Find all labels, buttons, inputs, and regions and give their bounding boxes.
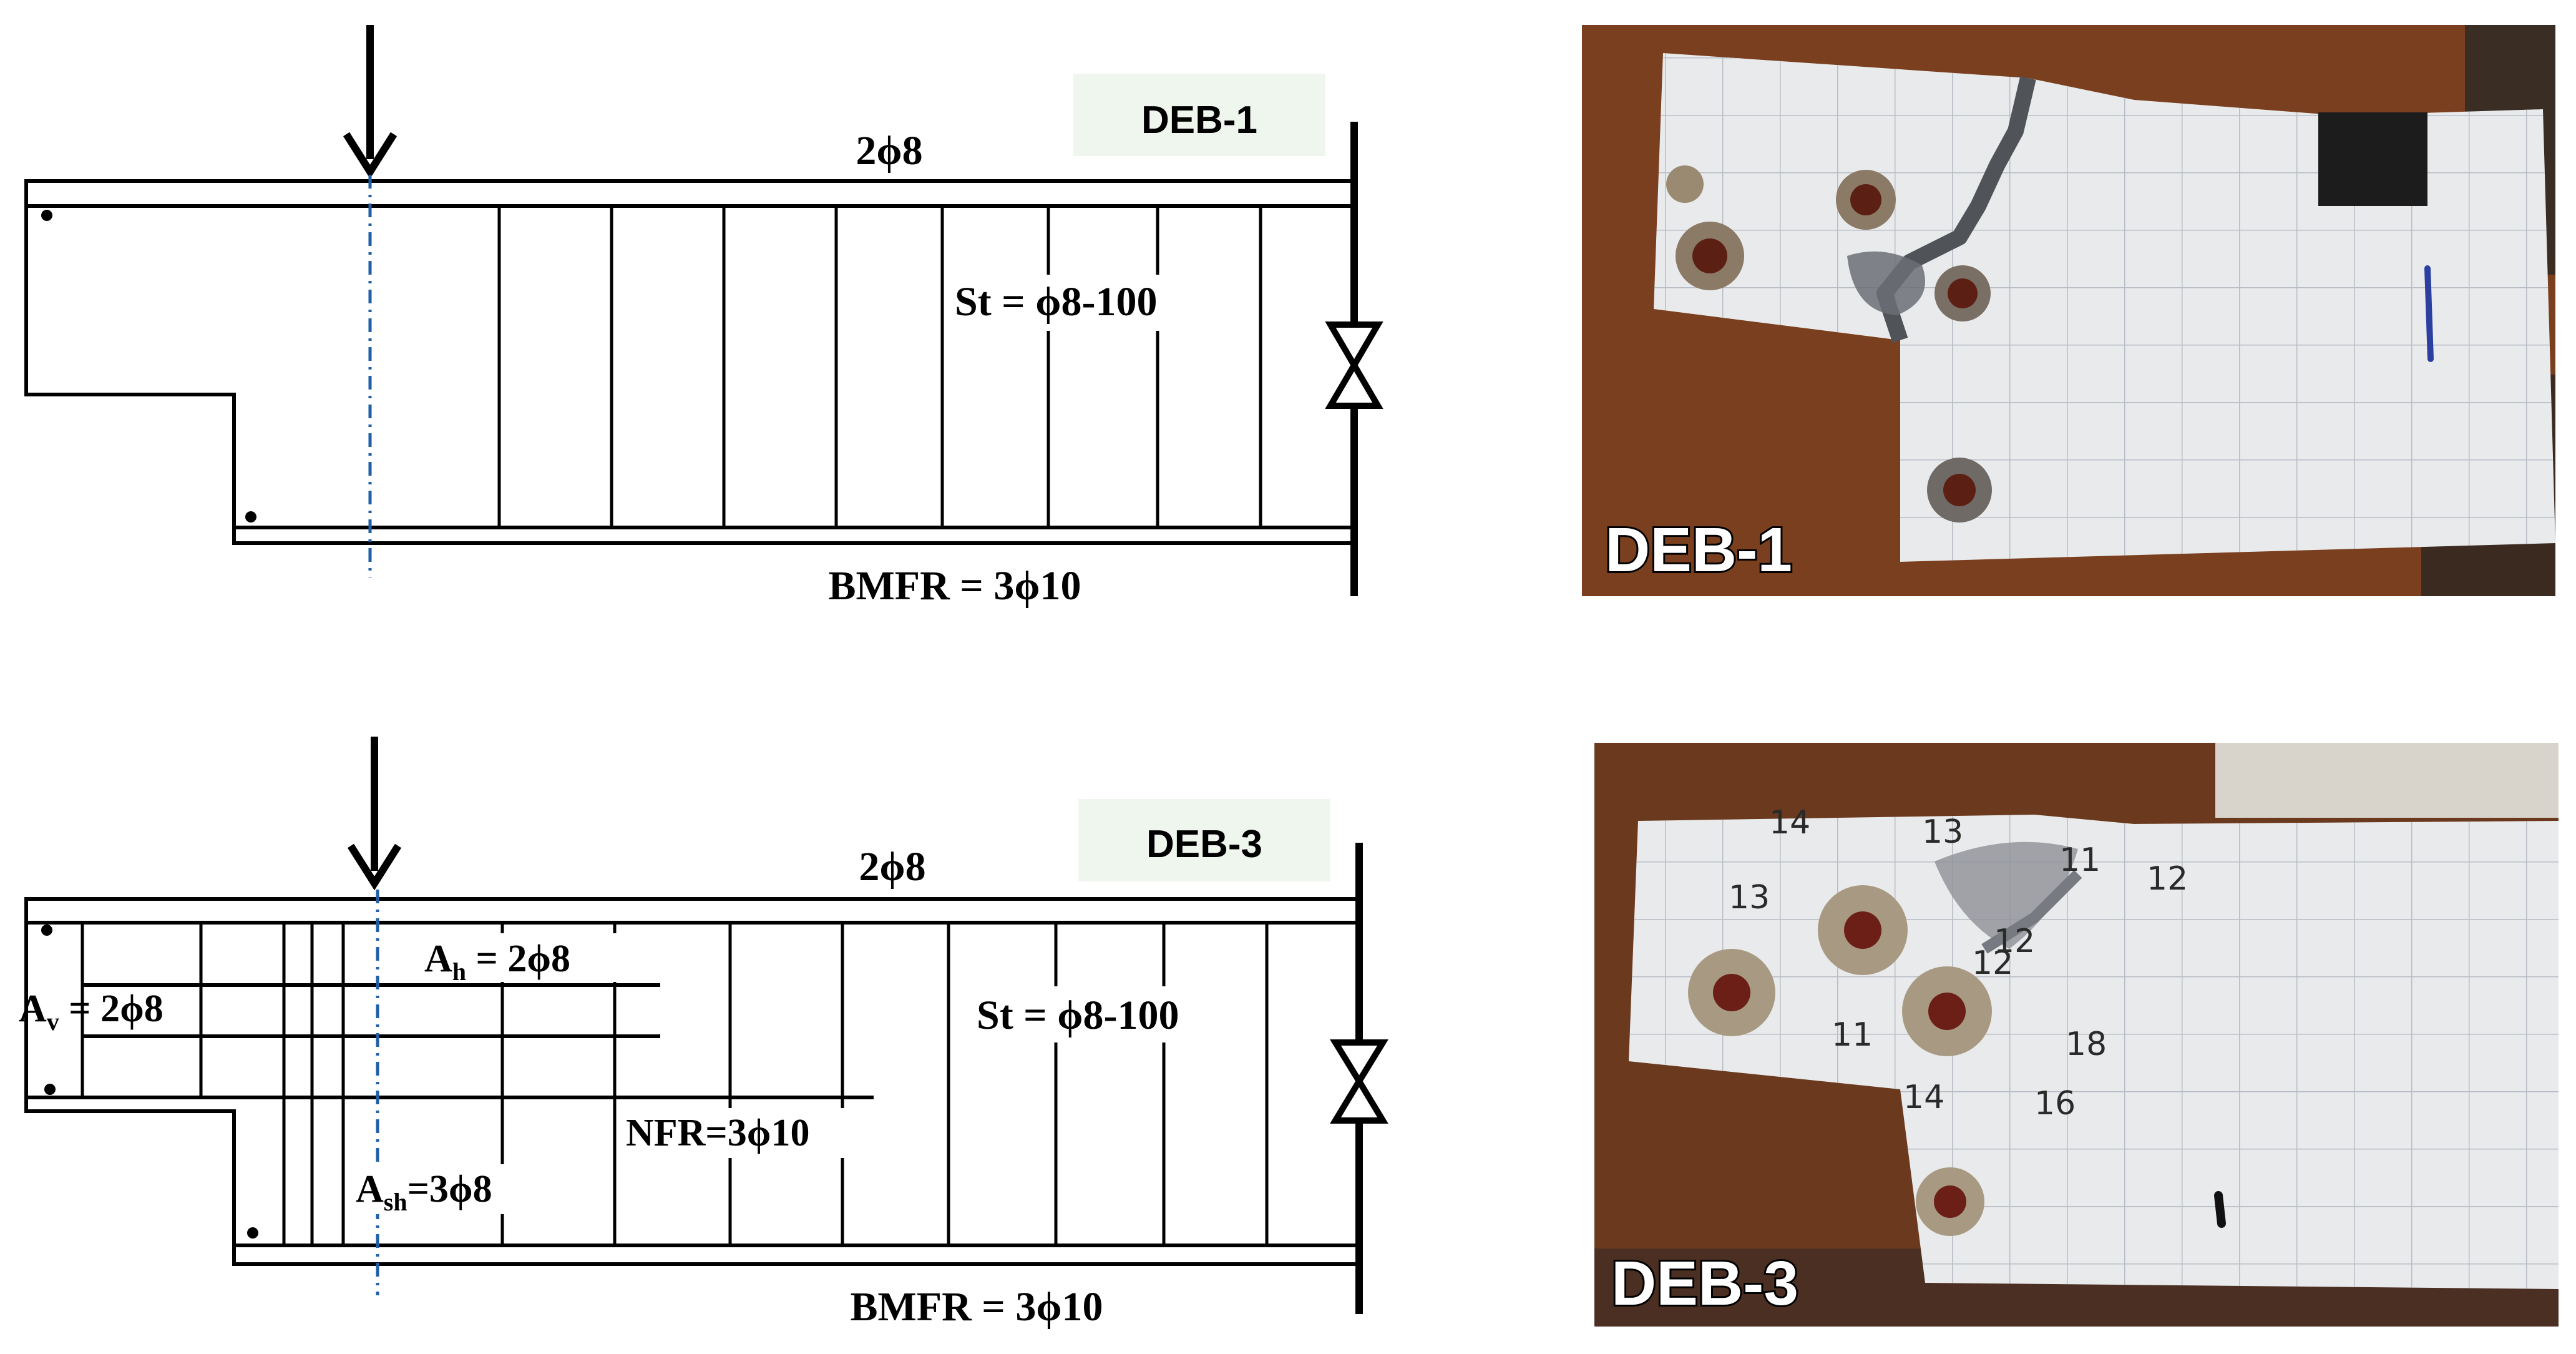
deb3-nib-stirrups (80, 923, 203, 1097)
svg-text:12: 12 (1972, 944, 2013, 982)
deb3-support (1330, 843, 1388, 1314)
deb1-tag-box (1073, 74, 1325, 156)
deb1-photo-label: DEB-1 (1605, 515, 1792, 585)
deb3-nfr-label: NFR=3ϕ10 (626, 1112, 809, 1154)
svg-text:11: 11 (2059, 841, 2100, 879)
deb3-tag: DEB-3 (1146, 823, 1262, 866)
deb3-stirrup-label-bg (970, 986, 1257, 1042)
deb3-tag-box (1078, 799, 1330, 881)
deb3-bottom-bars-label: BMFR = 3ϕ10 (850, 1284, 1103, 1330)
deb1-bottom-bars-label: BMFR = 3ϕ10 (828, 563, 1081, 609)
deb3-anchors (1688, 885, 1992, 1236)
deb1-stirrup-label-bg (949, 275, 1236, 331)
deb3-load-arrow (347, 737, 402, 891)
svg-text:14: 14 (1903, 1079, 1944, 1116)
deb3-photo: 14 13 13 12 11 12 12 11 14 18 16 DEB-3 (1594, 743, 2559, 1327)
deb3-crack-marks: 14 13 13 12 11 12 12 11 14 18 16 (1729, 804, 2188, 1122)
svg-text:12: 12 (2147, 860, 2188, 898)
deb1-stirrups-label: St = ϕ8-100 (955, 279, 1157, 325)
deb3-ab-label-bg (419, 933, 650, 982)
deb3-nib-bottom-bar-dot (44, 1084, 56, 1095)
deb3-top-bar-dot (41, 925, 52, 936)
svg-text:13: 13 (1729, 879, 1770, 916)
deb1-top-bar-dot (41, 210, 52, 221)
deb3-ab-label: Ah = 2ϕ8 (424, 938, 570, 986)
deb1-anchors (1666, 165, 1992, 522)
deb3-ash-stirrups (282, 923, 345, 1245)
deb1-beam-outline (24, 179, 1354, 545)
svg-text:18: 18 (2066, 1026, 2107, 1063)
deb3-drawing: DEB-3 (19, 737, 1388, 1330)
svg-text:12: 12 (1994, 923, 2035, 960)
svg-text:14: 14 (1769, 804, 1810, 841)
deb3-top-bars-label: 2ϕ8 (859, 844, 925, 890)
deb1-tag: DEB-1 (1141, 99, 1257, 142)
deb1-bottom-bar-dot (245, 511, 256, 522)
deb3-stirrups-label: St = ϕ8-100 (977, 993, 1179, 1038)
svg-text:13: 13 (1922, 813, 1963, 851)
deb3-av-label: Av = 2ϕ8 (19, 988, 163, 1036)
svg-text:16: 16 (2034, 1085, 2076, 1122)
deb3-ash-label-bg (353, 1164, 568, 1214)
deb1-photo: DEB-1 (1582, 25, 2555, 596)
deb3-photo-label: DEB-3 (1611, 1249, 1798, 1318)
deb3-beam-outline (24, 897, 1359, 1266)
deb1-drawing: DEB-1 2ϕ8 St = ϕ8-100 (24, 25, 1383, 609)
deb1-top-bars-label: 2ϕ8 (856, 128, 922, 174)
deb1-stirrups (497, 206, 1262, 527)
deb3-nfr-label-bg (621, 1108, 902, 1158)
deb1-support (1325, 122, 1383, 596)
svg-text:11: 11 (1832, 1016, 1873, 1054)
deb1-load-arrow (343, 25, 398, 179)
deb3-bottom-bar-dot (247, 1227, 258, 1239)
deb3-ash-label: Ash=3ϕ8 (356, 1168, 492, 1216)
